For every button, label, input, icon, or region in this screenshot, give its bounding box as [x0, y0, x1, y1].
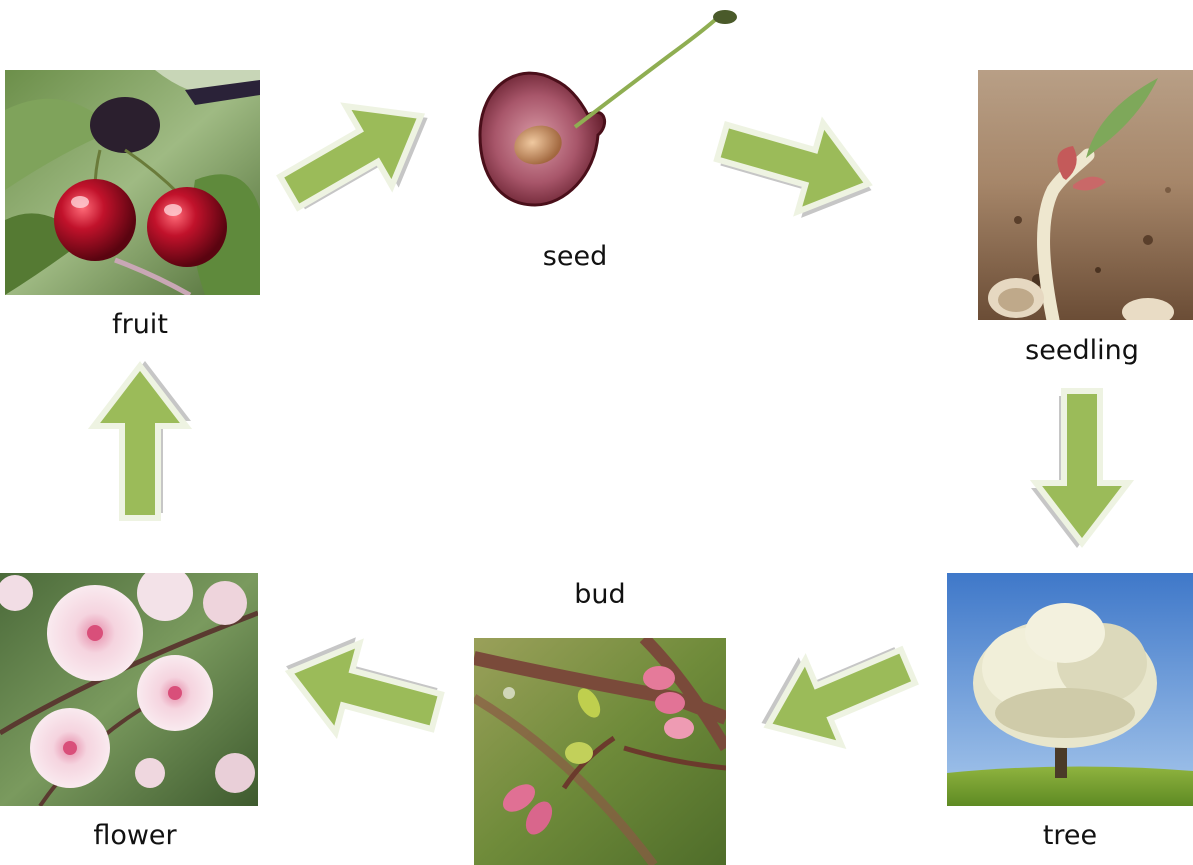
fruit-icon: [5, 70, 260, 295]
flower-image: [0, 573, 258, 806]
arrow-tree-to-bud: [744, 617, 932, 775]
label-seed: seed: [535, 243, 615, 270]
arrow-bud-to-flower: [272, 621, 453, 763]
arrow-seedling-to-tree: [1030, 387, 1134, 547]
tree-icon: [947, 573, 1193, 806]
arrow-flower-to-fruit: [88, 362, 192, 522]
arrow-seed-to-seedling: [704, 91, 886, 235]
arrow-fruit-to-seed: [260, 69, 451, 239]
bud-image: [474, 638, 726, 865]
seedling-image: [978, 70, 1193, 320]
label-seedling: seedling: [1022, 337, 1142, 364]
label-flower: flower: [80, 822, 190, 849]
label-fruit: fruit: [100, 311, 180, 338]
tree-image: [947, 573, 1193, 806]
bud-icon: [474, 638, 726, 865]
cherry-seed-icon: [470, 5, 745, 210]
flower-icon: [0, 573, 258, 806]
fruit-image: [5, 70, 260, 295]
seedling-icon: [978, 70, 1193, 320]
label-bud: bud: [560, 581, 640, 608]
seed-image: [470, 5, 745, 210]
label-tree: tree: [1035, 822, 1105, 849]
